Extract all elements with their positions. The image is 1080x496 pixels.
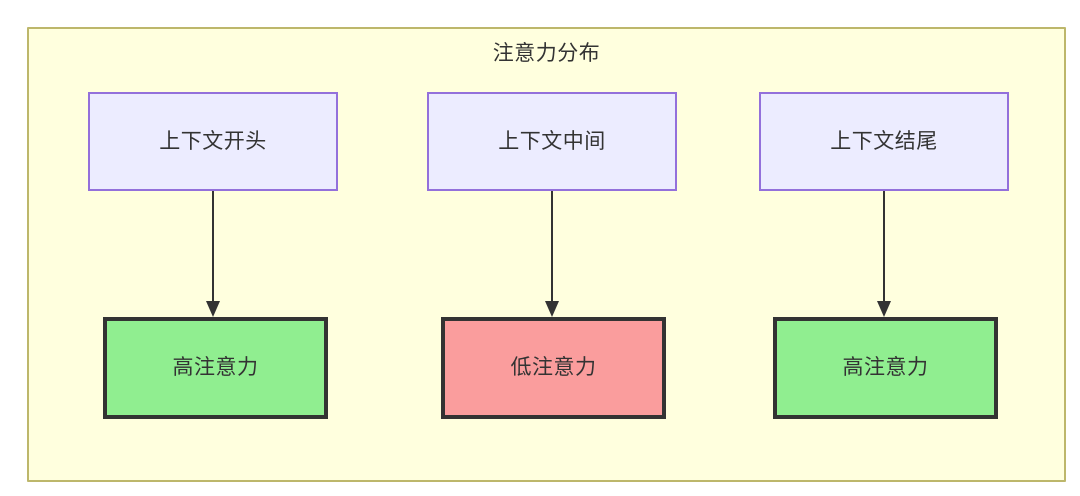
edge-middle-to-low-attention [545, 191, 559, 317]
down-arrow-icon [877, 191, 891, 317]
node-context-middle[interactable]: 上下文中间 [427, 92, 677, 191]
cluster-title: 注意力分布 [492, 42, 601, 65]
node-result-high-attention-start[interactable]: 高注意力 [103, 317, 328, 419]
edge-start-to-high-attention [206, 191, 220, 317]
node-result-high-attention-end[interactable]: 高注意力 [773, 317, 998, 419]
edge-end-to-high-attention [877, 191, 891, 317]
node-result-low-attention-middle[interactable]: 低注意力 [441, 317, 666, 419]
down-arrow-icon [545, 191, 559, 317]
node-context-start[interactable]: 上下文开头 [88, 92, 338, 191]
node-context-end[interactable]: 上下文结尾 [759, 92, 1009, 191]
down-arrow-icon [206, 191, 220, 317]
